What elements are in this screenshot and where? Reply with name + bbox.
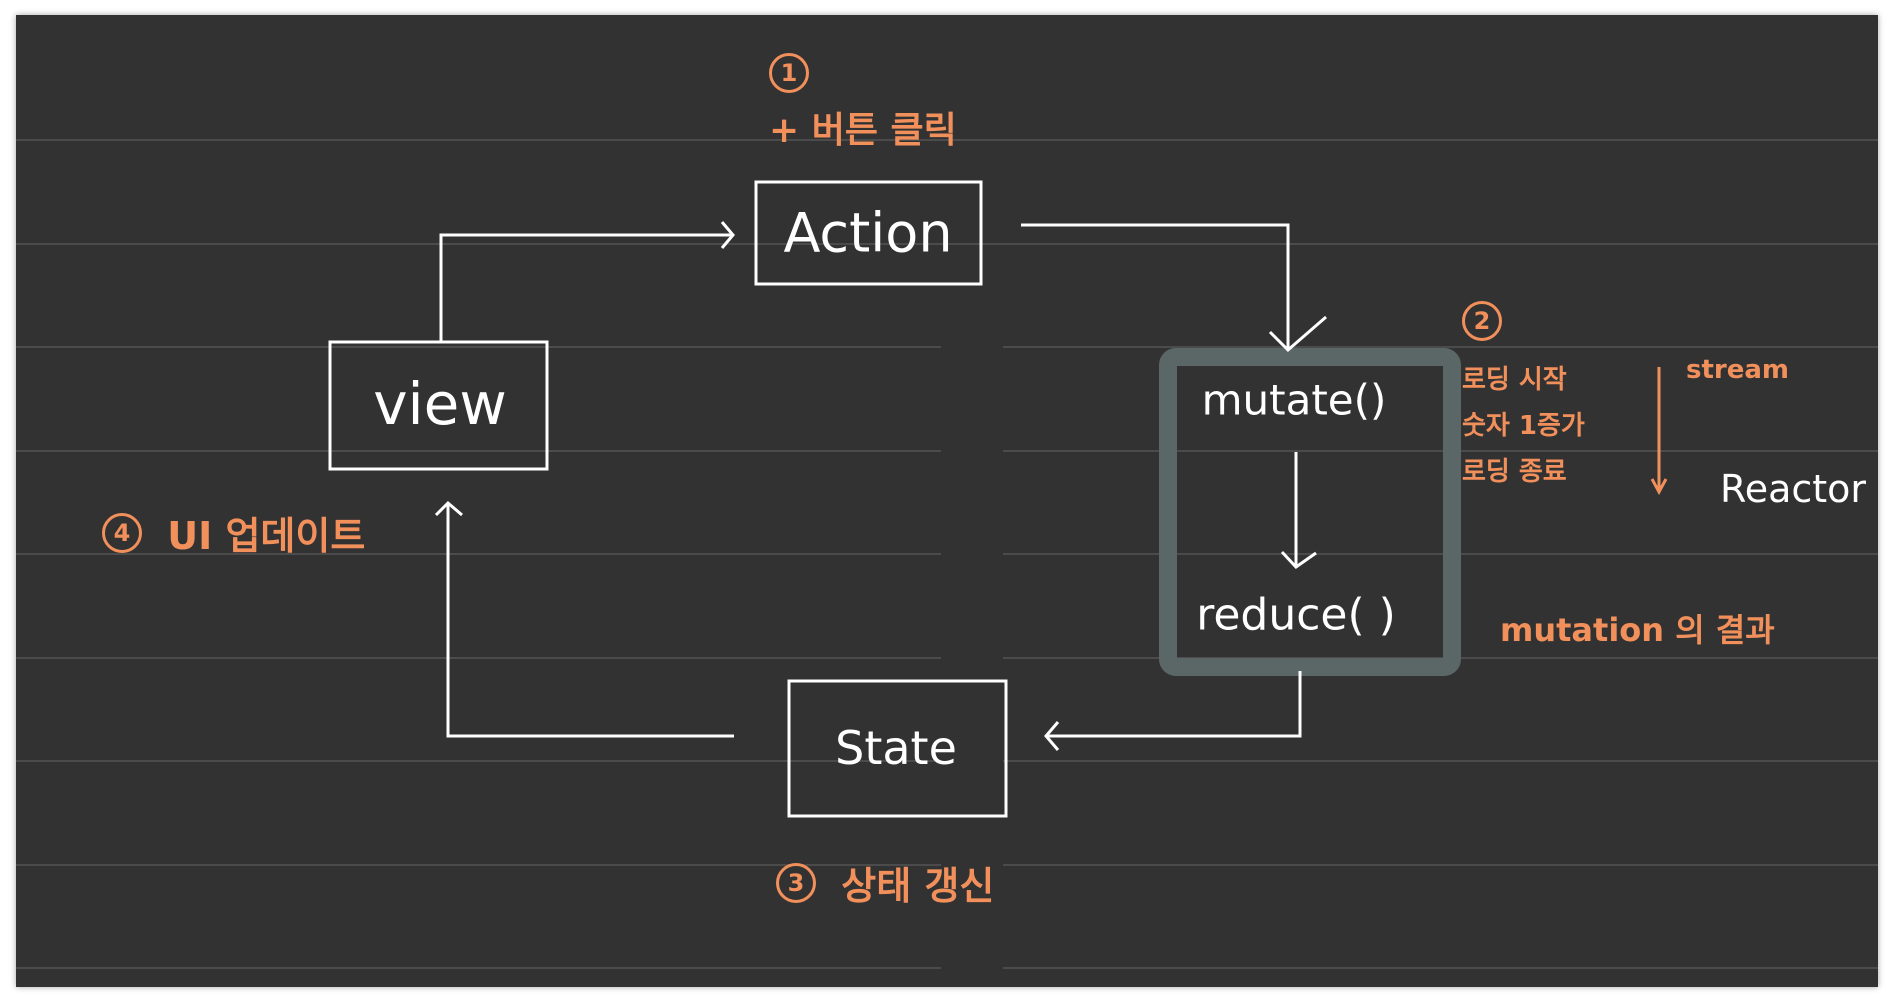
ruled-line <box>16 243 1878 245</box>
step-2-annotation: 2 <box>1462 301 1502 341</box>
mutate-label: mutate() <box>1201 375 1387 425</box>
arrow-reduce-to-state <box>1046 671 1302 738</box>
step-2-number: 2 <box>1462 301 1502 341</box>
stream-label: stream <box>1686 355 1789 385</box>
step-3-annotation: 3 상태 갱신 <box>776 855 994 910</box>
arrowhead <box>1268 315 1327 353</box>
reduce-label: reduce( ) <box>1196 589 1396 641</box>
view-box <box>328 340 549 471</box>
arrow-view-to-action <box>439 233 733 341</box>
flow-diagram <box>328 180 1668 818</box>
step-1-annotation: 1 + 버튼 클릭 <box>769 53 957 153</box>
diagram-canvas: view Action mutate() reduce( ) State 1 +… <box>16 15 1878 987</box>
mutate-note-1: 로딩 시작 <box>1462 365 1567 395</box>
step-4-text: UI 업데이트 <box>167 514 366 558</box>
arrowhead <box>1044 721 1060 751</box>
reduce-note: mutation 의 결과 <box>1500 611 1775 649</box>
step-1-number: 1 <box>769 53 809 93</box>
view-label: view <box>373 370 507 438</box>
mutate-note-3: 로딩 종료 <box>1462 457 1567 487</box>
state-box <box>787 679 1008 818</box>
step-1-text: + 버튼 클릭 <box>769 110 957 151</box>
page-gutter <box>941 315 1003 987</box>
arrowhead <box>1280 550 1317 569</box>
mutate-note-2: 숫자 1증가 <box>1462 411 1585 441</box>
action-box <box>754 180 983 286</box>
step-4-annotation: 4 UI 업데이트 <box>102 505 365 560</box>
arrowhead <box>1650 478 1668 496</box>
arrowhead <box>434 500 463 517</box>
arrow-state-to-view <box>446 503 734 738</box>
arrow-action-to-mutate <box>1021 223 1290 350</box>
reactor-label: Reactor <box>1720 467 1867 511</box>
step-3-number: 3 <box>776 862 816 903</box>
state-label: State <box>835 721 957 775</box>
mutate-notes: 로딩 시작 숫자 1증가 로딩 종료 <box>1462 357 1585 495</box>
arrowhead <box>720 221 735 249</box>
step-4-number: 4 <box>102 512 142 553</box>
step-3-text: 상태 갱신 <box>841 864 995 908</box>
action-label: Action <box>783 201 953 265</box>
ruled-line <box>16 139 1878 141</box>
reactor-frame <box>1159 348 1461 676</box>
